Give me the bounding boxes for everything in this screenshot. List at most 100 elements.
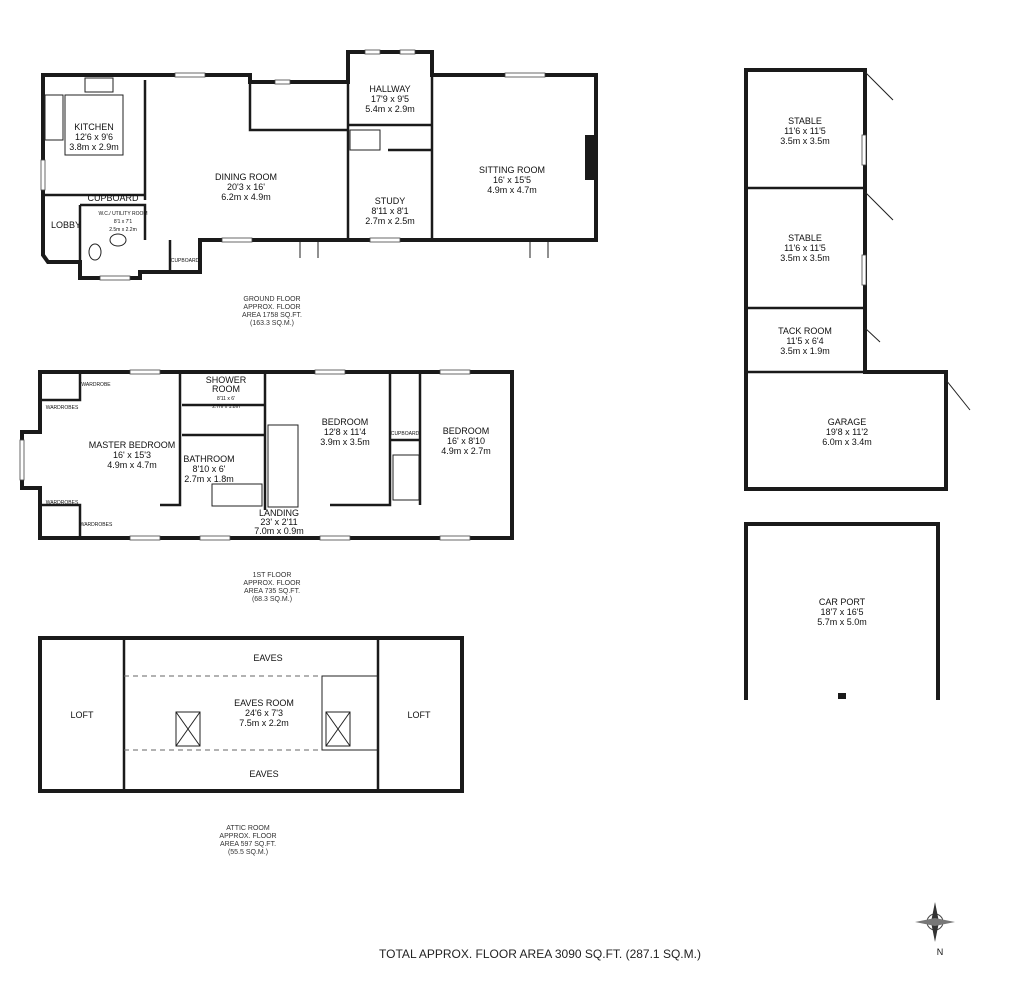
- tack-room-label: TACK ROOM 11'5 x 6'4 3.5m x 1.9m: [778, 326, 832, 356]
- kitchen-name: KITCHEN: [74, 122, 114, 132]
- garage-name: GARAGE: [828, 417, 867, 427]
- first-floor-area-note: 1ST FLOOR APPROX. FLOOR AREA 735 SQ.FT. …: [243, 572, 300, 603]
- bedroom-2-label: BEDROOM 12'8 x 11'4 3.9m x 3.5m: [320, 417, 370, 447]
- bedroom2-name: BEDROOM: [322, 417, 369, 427]
- attic-note-1: ATTIC ROOM: [226, 825, 270, 832]
- eaves-room-imperial: 24'6 x 7'3: [245, 708, 283, 718]
- wardrobes-small-label: WARDROBES: [80, 522, 113, 528]
- study-metric: 2.7m x 2.5m: [365, 216, 415, 226]
- stable1-name: STABLE: [788, 116, 822, 126]
- study-imperial: 8'11 x 8'1: [371, 206, 408, 216]
- utility-imperial: 8'1 x 7'1: [114, 219, 133, 225]
- bathroom-label: BATHROOM 8'10 x 6' 2.7m x 1.8m: [183, 454, 234, 484]
- master-bedroom-label: MASTER BEDROOM 16' x 15'3 4.9m x 4.7m: [89, 440, 176, 470]
- master-metric: 4.9m x 4.7m: [107, 460, 157, 470]
- tack-imperial: 11'5 x 6'4: [786, 336, 823, 346]
- stable2-metric: 3.5m x 3.5m: [780, 253, 830, 263]
- ground-floor-area-note: GROUND FLOOR APPROX. FLOOR AREA 1758 SQ.…: [242, 296, 302, 327]
- stable1-metric: 3.5m x 3.5m: [780, 136, 830, 146]
- utility-name: W.C./ UTILITY ROOM: [98, 211, 147, 217]
- eaves-bottom-label: EAVES: [249, 769, 278, 779]
- compass-north: N: [937, 947, 944, 957]
- study-label: STUDY 8'11 x 8'1 2.7m x 2.5m: [365, 196, 415, 226]
- outbuildings-plan: [744, 68, 971, 700]
- sitting-imperial: 16' x 15'5: [493, 175, 531, 185]
- garage-label: GARAGE 19'8 x 11'2 6.0m x 3.4m: [822, 417, 872, 447]
- bedroom-3-label: BEDROOM 16' x 8'10 4.9m x 2.7m: [441, 426, 491, 456]
- car-port-label: CAR PORT 18'7 x 16'5 5.7m x 5.0m: [817, 597, 867, 627]
- hallway-label: HALLWAY 17'9 x 9'5 5.4m x 2.9m: [365, 84, 415, 114]
- ground-floor-plan: [40, 49, 598, 281]
- attic-note-4: (55.5 SQ.M.): [228, 849, 268, 856]
- bedroom3-name: BEDROOM: [443, 426, 490, 436]
- dining-name: DINING ROOM: [215, 172, 277, 182]
- stable-1-label: STABLE 11'6 x 11'5 3.5m x 3.5m: [780, 116, 830, 146]
- hallway-metric: 5.4m x 2.9m: [365, 104, 415, 114]
- dining-metric: 6.2m x 4.9m: [221, 192, 271, 202]
- shower-name-1: SHOWER: [206, 375, 247, 385]
- bathroom-metric: 2.7m x 1.8m: [184, 474, 234, 484]
- wardrobe-label: WARDROBE: [81, 382, 111, 388]
- tack-name: TACK ROOM: [778, 326, 832, 336]
- kitchen-label: KITCHEN 12'6 x 9'6 3.8m x 2.9m: [69, 122, 119, 152]
- gf-note-1: GROUND FLOOR: [243, 296, 300, 303]
- attic-note-3: AREA 597 SQ.FT.: [220, 841, 276, 848]
- master-imperial: 16' x 15'3: [113, 450, 151, 460]
- gf-note-4: (163.3 SQ.M.): [250, 320, 294, 327]
- garage-metric: 6.0m x 3.4m: [822, 437, 872, 447]
- shower-name-2: ROOM: [212, 384, 240, 394]
- wardrobes-bottom-label: WARDROBES: [46, 500, 79, 506]
- tack-metric: 3.5m x 1.9m: [780, 346, 830, 356]
- sitting-metric: 4.9m x 4.7m: [487, 185, 537, 195]
- carport-imperial: 18'7 x 16'5: [821, 607, 864, 617]
- eaves-room-name: EAVES ROOM: [234, 698, 294, 708]
- ff-note-2: APPROX. FLOOR: [243, 580, 300, 587]
- hallway-name: HALLWAY: [369, 84, 410, 94]
- study-name: STUDY: [375, 196, 406, 206]
- bedroom2-imperial: 12'8 x 11'4: [324, 427, 366, 437]
- attic-area-note: ATTIC ROOM APPROX. FLOOR AREA 597 SQ.FT.…: [219, 825, 276, 856]
- shower-metric: 2.7m x 1.8m: [212, 404, 240, 410]
- bedroom3-imperial: 16' x 8'10: [447, 436, 485, 446]
- garage-imperial: 19'8 x 11'2: [826, 427, 868, 437]
- dining-room-label: DINING ROOM 20'3 x 16' 6.2m x 4.9m: [215, 172, 277, 202]
- eaves-room-metric: 7.5m x 2.2m: [239, 718, 289, 728]
- wardrobes-top-label: WARDROBES: [46, 405, 79, 411]
- sitting-name: SITTING ROOM: [479, 165, 545, 175]
- gf-note-2: APPROX. FLOOR: [243, 304, 300, 311]
- landing-label: LANDING 23' x 2'11 7.0m x 0.9m: [254, 508, 304, 536]
- master-name: MASTER BEDROOM: [89, 440, 176, 450]
- stable1-imperial: 11'6 x 11'5: [784, 126, 826, 136]
- kitchen-imperial: 12'6 x 9'6: [75, 132, 113, 142]
- utility-room-label: W.C./ UTILITY ROOM 8'1 x 7'1 2.5m x 2.2m: [98, 211, 147, 233]
- gf-note-3: AREA 1758 SQ.FT.: [242, 312, 302, 319]
- ff-note-3: AREA 735 SQ.FT.: [244, 588, 300, 595]
- bathroom-imperial: 8'10 x 6': [193, 464, 226, 474]
- attic-note-2: APPROX. FLOOR: [219, 833, 276, 840]
- hallway-imperial: 17'9 x 9'5: [371, 94, 409, 104]
- cupboard-small-label: CUPBOARD: [171, 258, 200, 264]
- first-floor-plan: [19, 369, 514, 541]
- sitting-room-label: SITTING ROOM 16' x 15'5 4.9m x 4.7m: [479, 165, 545, 195]
- stable-2-label: STABLE 11'6 x 11'5 3.5m x 3.5m: [780, 233, 830, 263]
- loft-right-label: LOFT: [407, 710, 431, 720]
- carport-metric: 5.7m x 5.0m: [817, 617, 867, 627]
- landing-name: LANDING: [259, 508, 299, 518]
- eaves-top-label: EAVES: [253, 653, 282, 663]
- bedroom2-metric: 3.9m x 3.5m: [320, 437, 370, 447]
- ff-cupboard-label: CUPBOARD: [391, 431, 420, 437]
- attic-plan: [38, 636, 464, 793]
- landing-metric: 7.0m x 0.9m: [254, 526, 304, 536]
- loft-left-label: LOFT: [70, 710, 94, 720]
- total-floor-area: TOTAL APPROX. FLOOR AREA 3090 SQ.FT. (28…: [379, 947, 701, 961]
- stable2-name: STABLE: [788, 233, 822, 243]
- shower-imperial: 8'11 x 6': [217, 396, 235, 402]
- eaves-room-label: EAVES ROOM 24'6 x 7'3 7.5m x 2.2m: [234, 698, 294, 728]
- kitchen-metric: 3.8m x 2.9m: [69, 142, 119, 152]
- bedroom3-metric: 4.9m x 2.7m: [441, 446, 491, 456]
- shower-room-label: SHOWER ROOM 8'11 x 6' 2.7m x 1.8m: [206, 375, 247, 410]
- bathroom-name: BATHROOM: [183, 454, 234, 464]
- lobby-label: LOBBY: [51, 220, 81, 230]
- cupboard-label: CUPBOARD: [87, 193, 139, 203]
